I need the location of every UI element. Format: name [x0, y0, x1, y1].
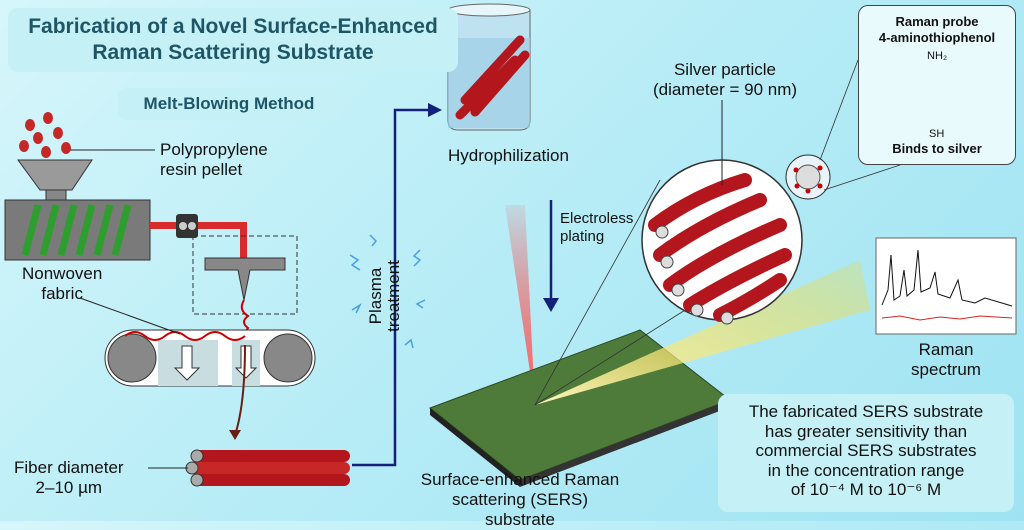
title-line-1: Fabrication of a Novel Surface-Enhanced [28, 15, 438, 38]
fiber-label: Fiber diameter 2–10 µm [14, 458, 124, 498]
nonwoven-label-2: fabric [41, 284, 83, 303]
spectrum-label: Raman spectrum [896, 340, 996, 380]
sers-label-2: scattering (SERS) substrate [451, 490, 589, 529]
silver-label-2: (diameter = 90 nm) [652, 80, 798, 99]
spectrum-label-1: Raman [918, 340, 974, 359]
sers-substrate-label: Surface-enhanced Raman scattering (SERS)… [415, 470, 625, 530]
title-line-2: Raman Scattering Substrate [92, 41, 374, 64]
fiber-bundle [185, 449, 350, 487]
nonwoven-label: Nonwoven fabric [22, 264, 102, 304]
spectrum-label-2: spectrum [911, 360, 981, 379]
result-line-1: The fabricated SERS substrate [748, 402, 984, 421]
result-line-3: commercial SERS substrates [755, 441, 977, 460]
plasma-label: Plasma treatment [366, 236, 403, 356]
electroless-label-1: Electroless [560, 210, 634, 227]
probe-title-2: 4-aminothiophenol [878, 30, 996, 45]
electroless-label: Electroless plating [560, 210, 633, 246]
result-box: The fabricated SERS substrate has greate… [718, 394, 1014, 512]
method-label: Melt-Blowing Method [118, 88, 340, 120]
resin-pellets [19, 112, 71, 158]
silver-label-1: Silver particle [673, 60, 777, 79]
pellet-label-2: resin pellet [160, 160, 243, 179]
thiol-group: SH [929, 128, 945, 140]
hydrophilization-label: Hydrophilization [448, 146, 569, 165]
result-line-5: of 10⁻⁴ M to 10⁻⁶ M [790, 480, 942, 499]
pellet-label: Polypropylene resin pellet [160, 140, 268, 180]
silver-particle-label: Silver particle (diameter = 90 nm) [630, 60, 820, 100]
plasma-label-1: Plasma [366, 267, 385, 325]
nonwoven-label-1: Nonwoven [22, 264, 103, 283]
title-box: Fabrication of a Novel Surface-Enhanced … [8, 8, 458, 72]
pellet-label-1: Polypropylene [160, 140, 268, 159]
sers-label-1: Surface-enhanced Raman [420, 470, 620, 489]
probe-title-1: Raman probe [895, 14, 979, 29]
raman-spectrum-plot [875, 237, 1017, 335]
fiber-label-1: Fiber diameter [14, 458, 124, 477]
electroless-label-2: plating [560, 228, 605, 245]
fiber-label-2: 2–10 µm [35, 478, 103, 497]
result-line-4: in the concentration range [767, 460, 965, 480]
result-line-2: has greater sensitivity than [764, 421, 968, 441]
raman-probe-box: Raman probe 4-aminothiophenol NH₂ SH Bin… [858, 5, 1016, 165]
plasma-label-2: treatment [384, 260, 403, 332]
probe-footer: Binds to silver [892, 141, 982, 156]
amine-group: NH₂ [927, 50, 948, 62]
